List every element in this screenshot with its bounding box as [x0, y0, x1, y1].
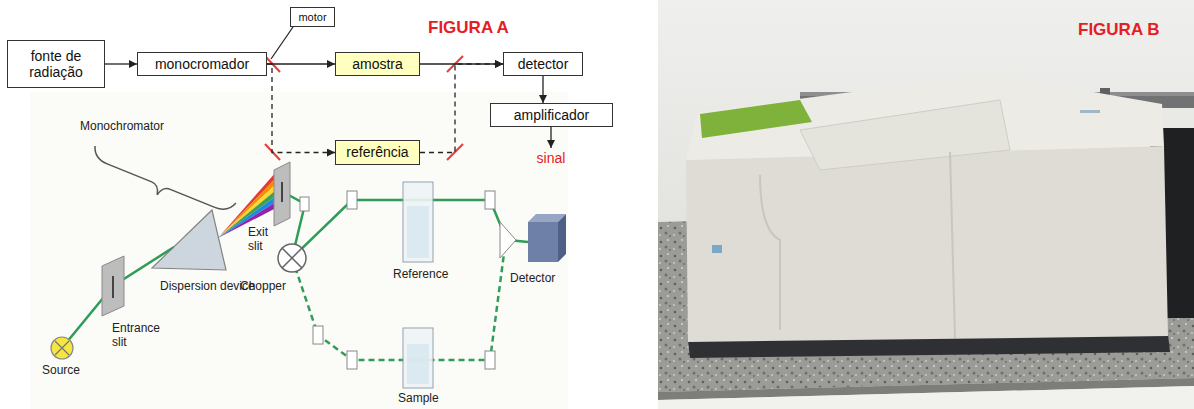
process-box: detector — [503, 52, 583, 76]
part-label: Exit slit — [248, 226, 276, 254]
light-beam — [292, 246, 505, 360]
mirror — [347, 191, 357, 209]
instrument-photo — [658, 0, 1194, 409]
box-label: motor — [298, 11, 326, 24]
chopper — [278, 244, 306, 272]
process-box: monocromador — [137, 52, 267, 76]
instrument-photo — [760, 175, 780, 330]
instrument-photo — [1080, 110, 1100, 113]
chopper — [278, 244, 306, 272]
reference-box: referência — [335, 140, 420, 165]
source-box: fonte de radiação — [7, 40, 105, 88]
box-label: monocromador — [155, 56, 249, 72]
exit-slit — [274, 162, 290, 226]
spectrometer-illustration — [30, 92, 568, 409]
mirror — [485, 191, 495, 209]
cuvette — [403, 182, 433, 388]
signal-label: sinal — [537, 150, 566, 166]
spectrometer-illustration — [30, 92, 568, 409]
part-label: Entrance slit — [112, 322, 164, 350]
cuvette — [407, 344, 429, 384]
mirror — [500, 222, 516, 258]
prism — [152, 210, 226, 270]
exit-slit — [281, 182, 283, 202]
sample-box: amostra — [335, 52, 420, 76]
light-beam — [292, 200, 505, 258]
entrance-slit — [102, 256, 124, 316]
radiation-source — [55, 341, 69, 355]
box-label: detector — [518, 56, 569, 72]
radiation-source — [51, 337, 73, 359]
chopper — [282, 248, 302, 268]
radiation-source — [55, 341, 69, 355]
entrance-slit — [102, 256, 124, 316]
process-box: amplificador — [490, 103, 613, 127]
light-beam — [62, 192, 528, 360]
mirror — [485, 351, 495, 369]
cuvette — [403, 182, 433, 262]
detector-cube — [558, 214, 566, 262]
chopper — [282, 248, 302, 268]
beam-arrow — [267, 64, 335, 153]
part-label: Source — [42, 364, 80, 378]
instrument-photo — [686, 146, 1168, 342]
cuvette — [403, 328, 433, 388]
box-label: amostra — [352, 56, 403, 72]
part-label: Chopper — [240, 280, 286, 294]
radiation-source — [51, 337, 73, 359]
beam-arrow — [542, 76, 543, 103]
mirror — [313, 326, 323, 344]
cuvette — [407, 206, 429, 258]
detector-cube — [528, 222, 558, 262]
signal-arrow — [550, 127, 551, 148]
instrument-photo — [700, 100, 812, 138]
figure-title: FIGURA B — [1078, 20, 1160, 40]
mirror — [300, 197, 309, 211]
motor-shaft — [271, 27, 293, 59]
mirror — [347, 351, 357, 369]
part-label: Reference — [393, 268, 448, 282]
part-label: Detector — [510, 272, 555, 286]
beam-arrow — [267, 63, 335, 64]
box-label: referência — [346, 144, 408, 160]
part-label: Monochromator — [80, 120, 164, 134]
instrument-photo — [658, 0, 1194, 409]
figure-title: FIGURA A — [428, 18, 509, 38]
detector-cube — [528, 214, 566, 262]
exit-slit — [274, 162, 290, 226]
box-label: fonte de radiação — [12, 48, 100, 80]
entrance-slit — [112, 276, 114, 298]
beam-arrow — [105, 63, 137, 64]
instrument-photo — [712, 245, 722, 253]
box-label: amplificador — [514, 107, 589, 123]
motor-box: motor — [290, 7, 335, 27]
monochromator-brace — [87, 146, 236, 223]
instrument-photo — [950, 152, 955, 338]
instrument-photo — [658, 386, 1194, 409]
instrument-photo — [800, 100, 1010, 170]
part-label: Sample — [398, 392, 439, 406]
